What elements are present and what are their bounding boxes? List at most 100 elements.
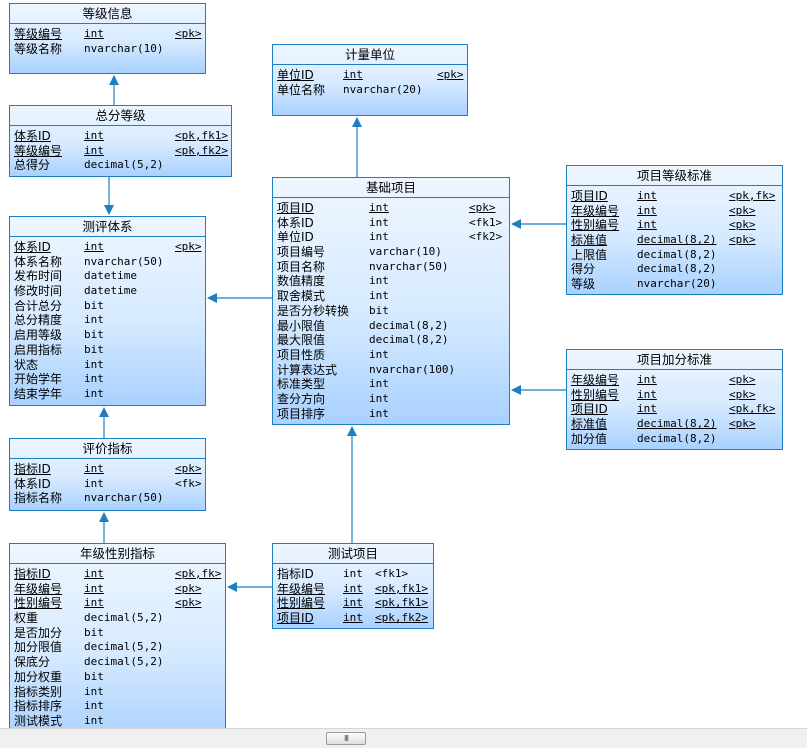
field-key: <pk,fk> [729,402,776,416]
field-type: int [343,581,363,595]
entity-title: 等级信息 [10,4,205,24]
horizontal-scrollbar[interactable]: III [0,728,807,748]
field-key: <pk,fk> [729,189,776,202]
scrollbar-thumb[interactable]: III [326,732,366,745]
field-name: 总得分 [14,158,51,173]
field-name: 年级编号 [14,581,63,596]
field-type: decimal(8,2) [637,233,717,247]
field-type: int [343,567,363,580]
field-key: <pk,fk1> [375,581,428,595]
field-name: 等级名称 [14,41,63,56]
field-type: int [369,347,389,361]
field-type: int [369,377,389,391]
field-key: <pk> [175,240,202,253]
field-type: decimal(8,2) [637,262,717,276]
field-key: <fk1> [375,567,409,580]
field-type: bit [84,298,104,312]
entity-title: 项目等级标准 [567,166,782,186]
field-key: <pk> [175,596,202,610]
field-type: int [369,391,389,405]
field-name: 指标ID [14,462,51,476]
field-name: 标准值 [571,417,608,432]
field-type: decimal(5,2) [84,640,164,654]
field-type: int [343,596,363,610]
field-name: 启用指标 [14,342,63,357]
field-name: 项目编号 [277,245,326,260]
field-name: 性别编号 [277,596,326,611]
field-type: decimal(5,2) [84,611,164,625]
field-key: <pk> [729,233,756,247]
field-name: 项目ID [277,611,314,626]
field-key: <pk> [437,68,464,81]
field-name: 数值精度 [277,274,326,289]
field-name: 体系ID [14,240,51,254]
field-row: 年级编号 int <pk,fk1> [277,582,429,597]
field-type: int [343,68,363,81]
field-name: 体系ID [14,129,51,143]
field-type: int [637,402,657,416]
field-name: 是否加分 [14,625,63,640]
field-type: nvarchar(20) [343,82,423,96]
field-name: 指标ID [14,567,51,581]
field-type: int [84,713,104,727]
field-type: int [369,289,389,303]
field-name: 年级编号 [277,581,326,596]
field-key: <pk,fk2> [175,143,228,157]
field-name: 计算表达式 [277,362,338,377]
field-name: 最小限值 [277,318,326,333]
field-name: 项目排序 [277,406,326,421]
field-type: int [369,201,389,214]
field-name: 加分限值 [14,640,63,655]
field-type: int [369,215,389,229]
field-row: 性别编号 int <pk,fk1> [277,596,429,611]
field-type: bit [369,303,389,317]
field-type: int [637,373,657,386]
field-key: <pk,fk1> [375,596,428,610]
field-name: 状态 [14,357,39,372]
field-name: 指标名称 [14,491,63,506]
entity-title: 总分等级 [10,106,231,126]
field-type: nvarchar(100) [369,362,456,376]
field-type: int [84,567,104,580]
field-type: int [84,313,104,327]
entity-title: 项目加分标准 [567,350,782,370]
field-key: <pk> [729,218,756,232]
